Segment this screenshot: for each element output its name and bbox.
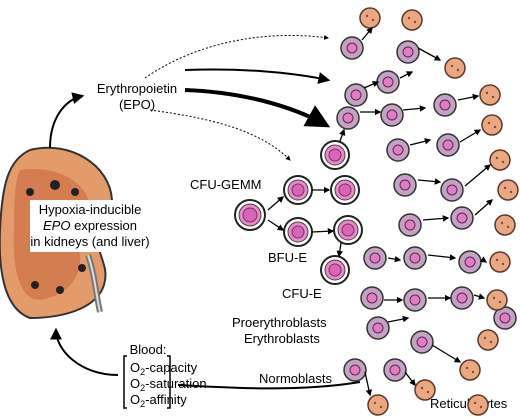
reticulocyte-cell — [467, 394, 489, 416]
erythroblast-cell — [458, 250, 482, 274]
progenitor-cell — [320, 255, 350, 285]
kidney-to-epo-arrow — [49, 92, 85, 149]
reticulocyte-cell — [497, 179, 519, 201]
epo-label-line2: (EPO) — [119, 97, 155, 112]
reticulocyte-cell — [494, 214, 516, 236]
blood-bracket-left — [123, 355, 127, 409]
erythroblast-cell — [363, 246, 387, 270]
lineage-arrow — [339, 128, 346, 142]
erythroblast-cell — [450, 206, 474, 230]
lineage-arrow — [267, 219, 285, 231]
cell-lineage — [234, 7, 519, 416]
proerythroblasts-label: Proerythroblasts — [232, 315, 327, 330]
erythroblast-cell — [344, 83, 368, 107]
erythroblast-cell — [398, 213, 422, 237]
lineage-arrow — [457, 93, 480, 101]
erythroblasts-label: Erythroblasts — [244, 331, 320, 346]
erythroblast-cell — [380, 103, 404, 127]
reticulocyte-cell — [489, 149, 511, 171]
kidney-label-expression: expression — [70, 218, 136, 233]
kidney-label-line3: in kidneys (and liver) — [30, 234, 149, 249]
erythroblast-cell — [440, 178, 464, 202]
cfu-e-label: CFU-E — [282, 286, 322, 301]
erythroblast-cell — [403, 246, 427, 270]
lineage-arrow — [417, 47, 442, 61]
lineage-arrow — [427, 254, 457, 261]
progenitor-cell — [283, 175, 313, 205]
blood-bracket-right — [167, 355, 171, 409]
erythroblast-cell — [360, 286, 384, 310]
erythroblast-cell — [410, 330, 434, 354]
lineage-arrow — [409, 138, 432, 146]
lineage-arrow — [402, 105, 427, 112]
cfu-gemm-label: CFU-GEMM — [190, 177, 262, 192]
reticulocyte-cell — [459, 359, 481, 381]
erythroblast-cell — [433, 93, 457, 117]
lineage-arrow — [474, 199, 493, 216]
epo-label-line1: Erythropoietin — [97, 81, 177, 96]
lineage-arrow — [336, 242, 344, 258]
lineage-arrow — [387, 255, 402, 263]
reticulocyte-cell — [481, 114, 503, 136]
reticulocyte-cell — [479, 84, 501, 106]
progenitor-cell — [320, 140, 350, 170]
lineage-arrow — [361, 27, 373, 41]
lineage-arrow — [459, 129, 482, 143]
erythroblast-cell — [336, 106, 360, 130]
epo-arrow-dotted-top — [144, 34, 329, 79]
o2-capacity-label: O2-capacity — [130, 360, 198, 377]
blood-to-kidney-arrow — [50, 327, 119, 376]
lineage-arrow — [363, 81, 380, 89]
o2-affinity-label: O2-affinity — [130, 392, 187, 409]
bfu-e-label: BFU-E — [268, 250, 307, 265]
epo-arrow-medium — [184, 68, 331, 84]
normoblasts-label: Normoblasts — [259, 371, 332, 386]
progenitor-cell — [333, 215, 363, 245]
lineage-arrow — [399, 71, 414, 79]
reticulocyte-cell — [486, 289, 508, 311]
erythroblast-cell — [386, 138, 410, 162]
lineage-arrow — [404, 371, 416, 387]
lineage-arrow — [464, 164, 491, 187]
erythroblast-cell — [393, 173, 417, 197]
lineage-arrow — [473, 293, 486, 300]
erythroblast-cell — [403, 288, 427, 312]
lineage-arrow — [387, 315, 410, 323]
lineage-arrow — [311, 228, 335, 235]
stem-cell — [234, 199, 266, 231]
progenitor-cell — [283, 217, 313, 247]
o2-saturation-label: O2-saturation — [130, 376, 207, 393]
reticulocyte-cell — [359, 7, 381, 29]
lineage-arrow — [417, 178, 442, 185]
kidney-label-line1: Hypoxia-inducible — [39, 202, 142, 217]
reticulocyte-cell — [367, 394, 389, 416]
erythroblast-cell — [436, 133, 460, 157]
lineage-arrow — [431, 344, 462, 363]
lineage-arrow — [479, 256, 488, 263]
erythroblast-cell — [366, 316, 390, 340]
blood-title: Blood: — [130, 342, 167, 357]
reticulocyte-cell — [401, 9, 423, 31]
erythroblast-cell — [340, 36, 364, 60]
progenitor-cell — [330, 175, 360, 205]
erythroblast-cell — [343, 358, 367, 382]
lineage-arrow — [267, 196, 284, 211]
reticulocyte-cell — [489, 251, 511, 273]
erythroblast-cell — [376, 70, 400, 94]
reticulocytes-to-blood-line — [177, 381, 361, 390]
kidney-label-line2: EPO expression — [43, 218, 137, 233]
epo-arrow-thick — [184, 88, 331, 128]
reticulocyte-cell — [414, 379, 436, 401]
lineage-arrow — [364, 371, 373, 397]
lineage-arrow — [422, 215, 450, 222]
reticulocyte-cell — [477, 329, 499, 351]
kidney-label-box — [30, 200, 158, 252]
epo-arrow-dotted-bottom — [149, 109, 291, 161]
reticulocyte-cell — [444, 57, 466, 79]
erythroblast-cell — [450, 286, 474, 310]
kidney-label-epo: EPO — [43, 218, 70, 233]
erythroblast-cell — [396, 40, 420, 64]
erythroblast-cell — [383, 358, 407, 382]
